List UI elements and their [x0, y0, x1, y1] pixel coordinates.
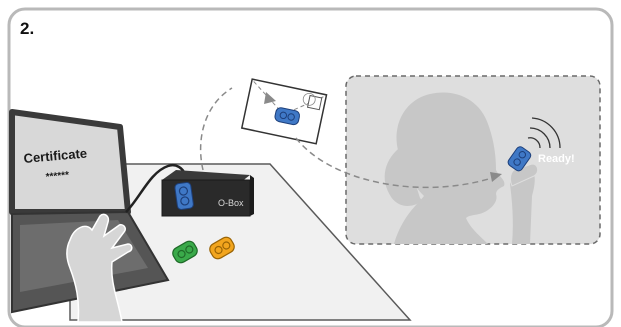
obox-token-slot: [174, 182, 193, 210]
certificate-stars: ******: [45, 170, 69, 183]
ready-status: Ready!: [538, 153, 575, 165]
obox-side: [250, 175, 254, 216]
obox-label: O-Box: [218, 198, 244, 208]
blue-token-in-obox: [174, 182, 193, 210]
step-label: 2.: [20, 19, 34, 38]
